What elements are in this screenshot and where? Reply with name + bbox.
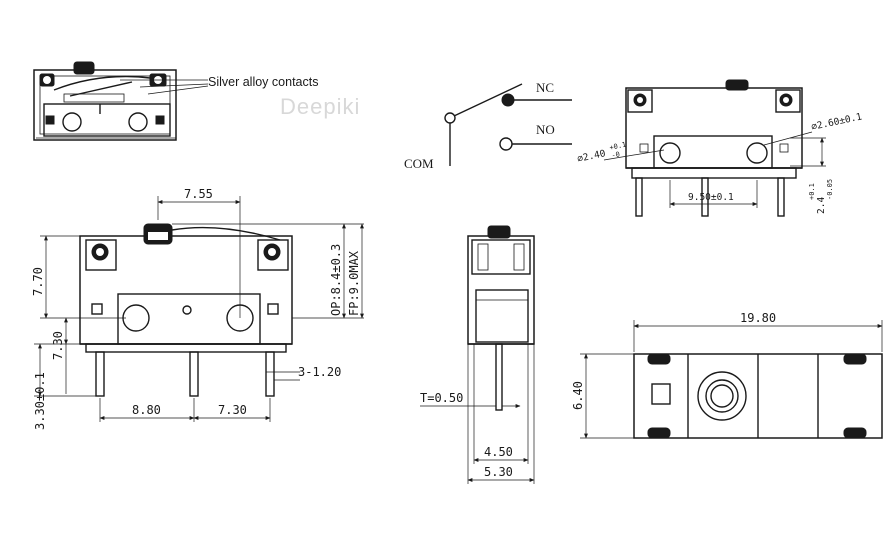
dim-3-30: 3.30±0.1 xyxy=(33,372,47,430)
dim-7-30-bottom: 7.30 xyxy=(218,403,247,417)
dim-19-80: 19.80 xyxy=(740,311,776,325)
side-pin xyxy=(495,343,503,411)
switch-schematic: NC NO COM xyxy=(404,80,572,171)
dim-2-4-tol: +0.1 xyxy=(808,183,816,200)
plunger-small xyxy=(73,61,95,75)
pin-tr-3 xyxy=(777,177,785,217)
nc-label: NC xyxy=(536,80,554,95)
side-view: T=0.50 4.50 5.30 xyxy=(420,225,535,484)
no-terminal xyxy=(499,137,513,151)
dim-hole-left: ⌀2.40 xyxy=(576,148,607,165)
no-label: NO xyxy=(536,122,555,137)
pin-tr-2 xyxy=(701,177,709,217)
nc-contact xyxy=(501,93,515,107)
pin-main-1 xyxy=(95,351,105,397)
dim-hole-right: ⌀2.60±0.1 xyxy=(810,111,863,133)
contacts-label: Silver alloy contacts xyxy=(208,75,318,89)
dim-2-4-tol2: -0.05 xyxy=(826,179,834,200)
top-view: 19.80 6.40 xyxy=(571,311,883,439)
watermark-1: Deepiki xyxy=(280,94,360,119)
dim-8-80: 8.80 xyxy=(132,403,161,417)
dim-7-55: 7.55 xyxy=(184,187,213,201)
pin-main-3 xyxy=(265,351,275,397)
dim-fp: FP:9.0MAX xyxy=(347,250,361,316)
dim-6-40: 6.40 xyxy=(571,381,585,410)
dim-9-50: 9.50±0.1 xyxy=(688,192,734,203)
pin-main-2 xyxy=(189,351,199,397)
dim-t: T=0.50 xyxy=(420,391,463,405)
pin-tr-1 xyxy=(635,177,643,217)
com-label: COM xyxy=(404,156,434,171)
dim-7-30-side: 7.30 xyxy=(51,331,65,360)
dim-3-1-20: 3-1.20 xyxy=(298,365,341,379)
dim-2-4: 2.4 xyxy=(816,197,827,214)
dim-hole-left-tol: +0.1 xyxy=(609,141,627,152)
dim-op: OP:8.4±0.3 xyxy=(329,244,343,316)
switch-internal-view: Silver alloy contacts xyxy=(33,61,318,141)
com-terminal xyxy=(444,112,456,124)
dim-4-50: 4.50 xyxy=(484,445,513,459)
dim-hole-left-tol2: -0 xyxy=(611,150,621,160)
front-view-top-right: 9.50±0.1 ⌀2.40 +0.1 -0 ⌀2.60±0.1 2.4 +0.… xyxy=(576,79,863,217)
dim-7-70: 7.70 xyxy=(31,267,45,296)
dim-5-30: 5.30 xyxy=(484,465,513,479)
front-view-main: 7.55 7.70 7.30 3.30±0.1 OP:8.4±0.3 FP:9.… xyxy=(31,187,364,430)
